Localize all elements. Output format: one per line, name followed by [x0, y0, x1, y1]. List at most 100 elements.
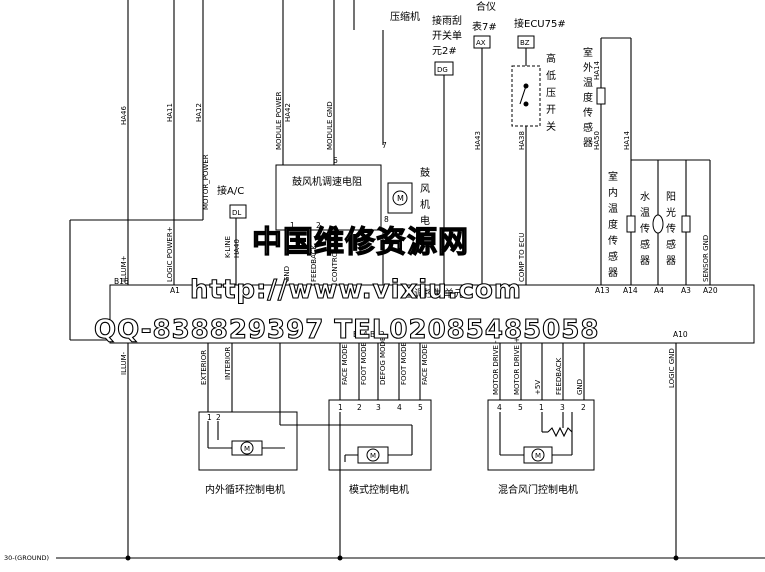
svg-text:鼓: 鼓 — [420, 166, 430, 179]
svg-text:鼓风机调速电阻: 鼓风机调速电阻 — [292, 175, 362, 188]
bottom-wires — [127, 343, 677, 558]
svg-text:传: 传 — [608, 235, 618, 247]
svg-text:+5V: +5V — [534, 380, 542, 395]
svg-text:5: 5 — [418, 403, 423, 412]
svg-text:A13: A13 — [595, 286, 610, 295]
svg-text:HA14: HA14 — [593, 60, 601, 80]
svg-text:器: 器 — [583, 137, 593, 149]
svg-text:3: 3 — [376, 403, 381, 412]
svg-text:开: 开 — [546, 105, 556, 116]
svg-text:MOTOR DRIVE -: MOTOR DRIVE - — [492, 340, 500, 395]
svg-text:MODULE POWER: MODULE POWER — [275, 91, 283, 150]
watermark-line3: QQ-838829397 TEL02085485058 — [94, 315, 599, 345]
connector-dg: DG — [434, 61, 454, 76]
label-pressure-switch: 高 低 压 开 关 — [546, 52, 556, 133]
svg-text:感: 感 — [640, 238, 650, 251]
svg-text:GND: GND — [283, 266, 291, 282]
recirc-motor-box: 1 2 M 内外循环控制电机 — [198, 411, 298, 496]
label-outdoor-sensor: 室 外 温 度 传 感 器 — [583, 46, 593, 149]
svg-text:DEFOG MODE: DEFOG MODE — [379, 337, 387, 385]
svg-text:30-(GROUND): 30-(GROUND) — [4, 554, 49, 562]
svg-text:1: 1 — [539, 403, 544, 412]
svg-text:A4: A4 — [654, 286, 664, 295]
svg-text:EXTERIOR: EXTERIOR — [200, 350, 208, 385]
svg-text:1: 1 — [207, 413, 212, 422]
watermark-line1: 中国维修资源网 — [252, 225, 469, 260]
svg-text:HA12: HA12 — [195, 103, 203, 122]
svg-text:模式控制电机: 模式控制电机 — [349, 483, 409, 496]
svg-text:HA38: HA38 — [518, 131, 526, 150]
svg-text:度: 度 — [608, 218, 618, 231]
svg-text:HA40: HA40 — [233, 239, 241, 258]
svg-text:HA50: HA50 — [593, 131, 601, 150]
svg-text:低: 低 — [546, 69, 556, 82]
svg-text:内外循环控制电机: 内外循环控制电机 — [205, 483, 285, 496]
svg-text:M: M — [244, 445, 250, 453]
svg-text:合仪: 合仪 — [476, 0, 496, 13]
svg-text:水: 水 — [640, 191, 650, 203]
svg-text:FEEDBACK: FEEDBACK — [555, 357, 563, 395]
svg-text:B16: B16 — [114, 277, 129, 286]
svg-text:2: 2 — [581, 403, 586, 412]
svg-text:元2#: 元2# — [432, 46, 457, 57]
sensor-symbols — [626, 214, 691, 234]
svg-text:MOTOR_POWER: MOTOR_POWER — [202, 154, 210, 210]
svg-text:A1: A1 — [170, 286, 180, 295]
svg-text:感: 感 — [608, 250, 618, 263]
svg-text:BZ: BZ — [520, 39, 530, 47]
svg-text:阳: 阳 — [666, 191, 676, 203]
connector-ax: AX — [473, 35, 491, 49]
watermark: 中国维修资源网 http://www.vixiu.com QQ-83882939… — [93, 224, 599, 345]
svg-text:外: 外 — [583, 62, 593, 74]
svg-text:传: 传 — [583, 107, 593, 119]
svg-text:室: 室 — [608, 170, 618, 183]
outdoor-sensor-symbol — [596, 87, 606, 105]
svg-text:电: 电 — [420, 214, 430, 227]
svg-text:M: M — [535, 452, 541, 460]
label-water-sensor: 水 温 传 感 器 — [640, 191, 650, 267]
svg-text:MODULE GND: MODULE GND — [326, 101, 334, 150]
svg-text:传: 传 — [666, 223, 676, 235]
connector-dl: DL — [229, 204, 247, 219]
svg-text:M: M — [397, 194, 404, 203]
svg-text:1: 1 — [290, 221, 295, 230]
svg-text:M: M — [370, 452, 376, 460]
svg-text:DL: DL — [232, 209, 241, 217]
svg-text:HA14: HA14 — [623, 130, 631, 150]
watermark-line2: http://www.vixiu.com — [190, 275, 522, 305]
mix-motor-box: 4 5 1 3 2 M 混合风门控制电机 — [487, 399, 595, 496]
label-blower-motor: 鼓 风 机 电 — [420, 166, 430, 227]
svg-text:器: 器 — [640, 255, 650, 267]
svg-text:SENSOR GND: SENSOR GND — [702, 235, 710, 282]
blower-motor: M — [387, 182, 413, 214]
svg-text:空调控制单元: 空调控制单元 — [404, 287, 464, 300]
svg-text:开关单: 开关单 — [432, 29, 462, 42]
svg-text:HA42: HA42 — [284, 103, 292, 122]
svg-text:COMP TO ECU: COMP TO ECU — [518, 233, 526, 282]
svg-text:ILLUM+: ILLUM+ — [120, 255, 128, 282]
svg-text:传: 传 — [640, 223, 650, 235]
svg-text:度: 度 — [583, 91, 593, 104]
svg-text:B14: B14 — [353, 330, 368, 339]
svg-text:FEEDBACK: FEEDBACK — [310, 244, 318, 282]
control-unit: 空调控制单元 B16 A1 A13 A14 A4 A3 A20 B14 B12 … — [109, 277, 755, 344]
svg-text:2: 2 — [216, 413, 221, 422]
svg-text:HA43: HA43 — [474, 131, 482, 150]
svg-text:A10: A10 — [673, 330, 688, 339]
svg-text:关: 关 — [546, 120, 556, 133]
svg-text:ILLUM-: ILLUM- — [120, 351, 128, 375]
svg-text:FACE MODE: FACE MODE — [421, 344, 429, 385]
wire-labels: HA46 HA11 HA12 MOTOR_POWER MODULE POWER … — [120, 60, 710, 395]
svg-text:4: 4 — [397, 403, 402, 412]
label-combo-meter: 合仪 表7# — [472, 0, 497, 33]
svg-text:FOOT MODE: FOOT MODE — [400, 342, 408, 385]
svg-text:器: 器 — [608, 267, 618, 279]
svg-text:CONTROL: CONTROL — [331, 248, 339, 282]
label-indoor-sensor: 室 内 温 度 传 感 器 — [608, 170, 618, 279]
svg-text:MOTOR DRIVE +: MOTOR DRIVE + — [513, 337, 521, 395]
ground-bus: 30-(GROUND) — [4, 554, 765, 562]
top-wires — [69, 0, 711, 341]
svg-text:HA46: HA46 — [120, 105, 128, 125]
svg-text:压: 压 — [546, 87, 556, 99]
